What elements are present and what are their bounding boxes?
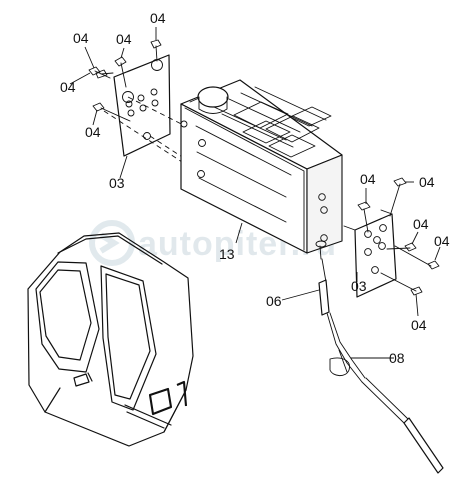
bolt-icon (394, 245, 440, 270)
bolt-icon (380, 272, 423, 296)
callout-04-right-top: 04 (419, 174, 435, 190)
callout-labels: 04 04 04 04 04 03 13 06 08 04 04 04 04 0… (60, 10, 450, 366)
bolt-icon (150, 39, 162, 62)
bolt-icon (386, 242, 417, 252)
cab-badge-text: 01 (149, 413, 151, 415)
callout-04-right-mid: 04 (413, 216, 429, 232)
callout-04-left: 04 (60, 79, 76, 95)
bolt-icon (389, 177, 407, 217)
watermark-circle-icon (89, 220, 135, 266)
callout-04-right-top-left: 04 (360, 171, 376, 187)
radio-unit (180, 79, 343, 254)
bolt-icon (92, 102, 131, 122)
callout-04-top-mid: 04 (116, 31, 132, 47)
callout-06-antenna: 06 (266, 293, 282, 309)
bolt-icon (95, 69, 114, 79)
callout-04-top: 04 (150, 10, 166, 26)
callout-03-left-bracket: 03 (109, 175, 125, 191)
callout-04-right-lower: 04 (434, 233, 450, 249)
callout-03-right-bracket: 03 (351, 278, 367, 294)
right-bracket-part (343, 209, 397, 298)
callout-13-radio-unit: 13 (219, 246, 235, 262)
right-bolt-group (357, 177, 440, 296)
leader-lines (69, 27, 441, 359)
callout-08-cable: 08 (389, 350, 405, 366)
antenna-assembly (315, 240, 444, 474)
excavator-cab: 01 (27, 232, 194, 447)
bolt-icon (114, 56, 127, 88)
bolt-icon (88, 66, 111, 79)
bolt-icon (357, 201, 371, 233)
callout-04-top-left: 04 (73, 30, 89, 46)
callout-04-left-lower: 04 (85, 124, 101, 140)
callout-04-bottom-right: 04 (411, 317, 427, 333)
